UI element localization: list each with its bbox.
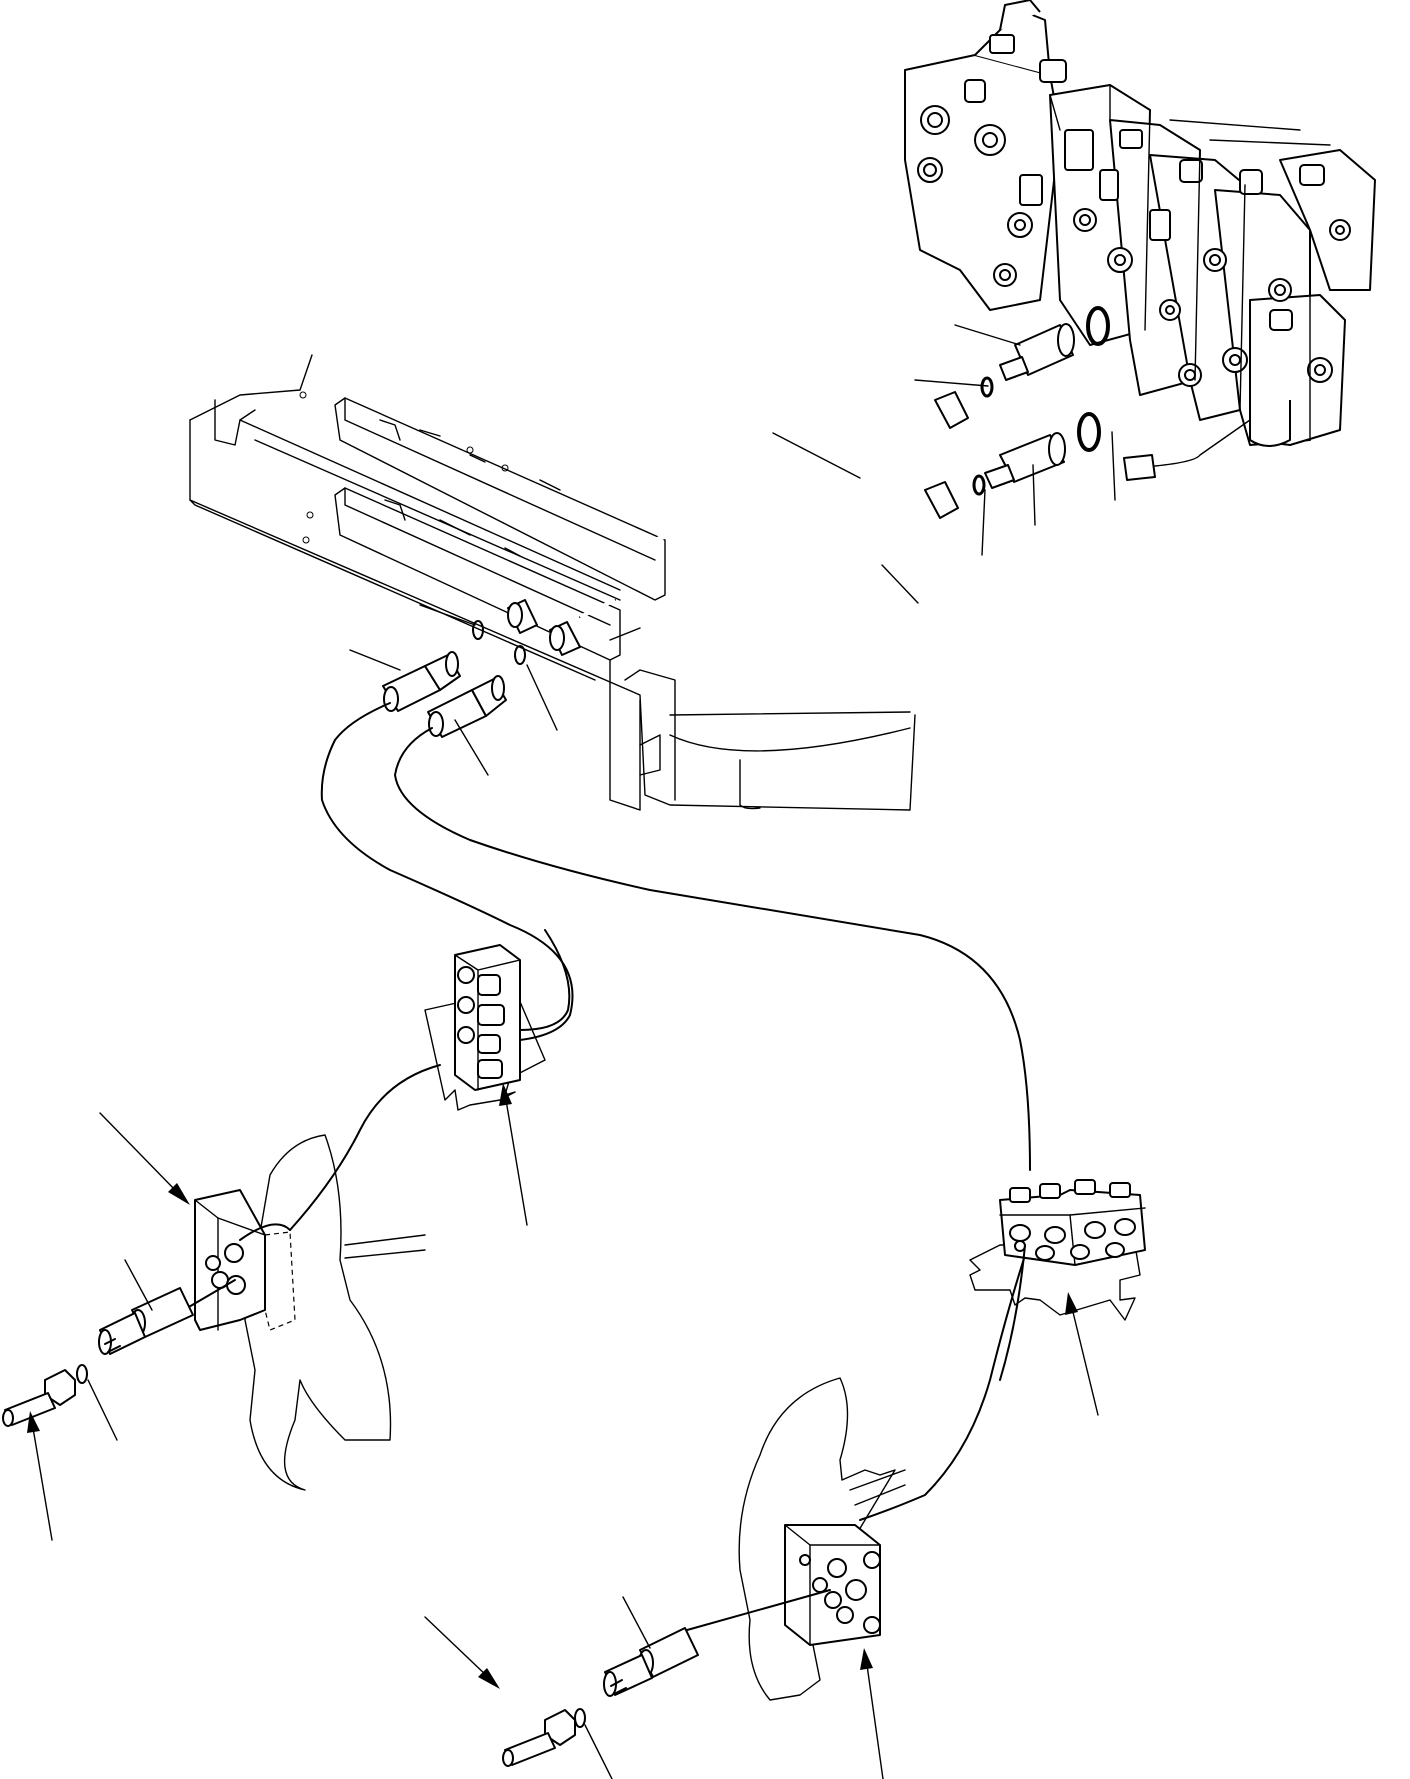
valve-block-middle [424, 929, 571, 1111]
valve-block-lower-right [969, 1179, 1146, 1381]
o-rings [76, 620, 586, 1728]
upper-tube-1 [647, 391, 969, 546]
pilot-hose-2 [394, 621, 1031, 1521]
control-valve-assembly [904, 0, 1376, 481]
valve-block-upper [502, 1377, 906, 1767]
reference-arrows [27, 1083, 1099, 1779]
upper-tube-2 [579, 481, 959, 619]
frame [189, 354, 916, 811]
pilot-hose-1 [289, 599, 574, 1231]
hose-fittings [972, 306, 1110, 496]
valve-block-lower-left [2, 1134, 426, 1491]
leader-lines [87, 324, 1116, 1779]
